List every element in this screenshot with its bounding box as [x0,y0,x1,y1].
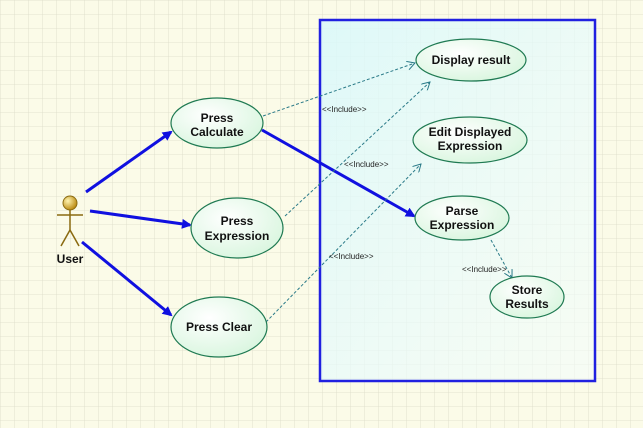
actor-left-leg [60,229,71,247]
include-label-4: <<Include>> [462,265,507,274]
association-press-calculate[interactable] [85,130,173,194]
association-calculate-parse[interactable] [261,128,416,218]
use-case-edit-displayed-expression[interactable]: Edit Displayed Expression [412,116,528,164]
use-case-label: Expression [430,218,495,232]
include-label-2: <<Include>> [344,160,389,169]
use-case-label: Press [221,214,254,228]
include-clear-edit[interactable] [265,164,421,323]
use-case-label: Expression [205,229,270,243]
association-press-clear[interactable] [81,240,173,317]
include-dependencies [262,63,512,323]
use-case-label: Results [505,297,549,311]
association-press-expression[interactable] [89,209,192,229]
use-case-parse-expression[interactable]: Parse Expression [414,195,510,241]
use-case-press-expression[interactable]: Press Expression [190,197,284,259]
use-case-label: Press [201,111,234,125]
include-expression-display[interactable] [284,82,430,217]
use-case-store-results[interactable]: Store Results [489,275,565,319]
associations [81,128,416,317]
use-case-label: Expression [438,139,503,153]
use-case-label: Store [512,283,543,297]
actor-user[interactable]: User [57,195,84,266]
use-case-label: Parse [446,204,479,218]
use-case-press-calculate[interactable]: Press Calculate [170,97,264,149]
actor-head-icon [62,195,78,211]
actor-right-leg [69,229,80,247]
actor-label: User [57,252,84,266]
include-label-3: <<Include>> [329,252,374,261]
include-calculate-display[interactable] [262,63,415,117]
use-case-label: Edit Displayed [429,125,512,139]
include-parse-store[interactable] [490,239,512,278]
use-case-press-clear[interactable]: Press Clear [170,296,268,358]
use-case-label: Calculate [190,125,244,139]
include-label-1: <<Include>> [322,105,367,114]
use-case-label: Display result [432,53,511,67]
use-case-display-result[interactable]: Display result [415,38,527,82]
use-case-label: Press Clear [186,320,252,334]
